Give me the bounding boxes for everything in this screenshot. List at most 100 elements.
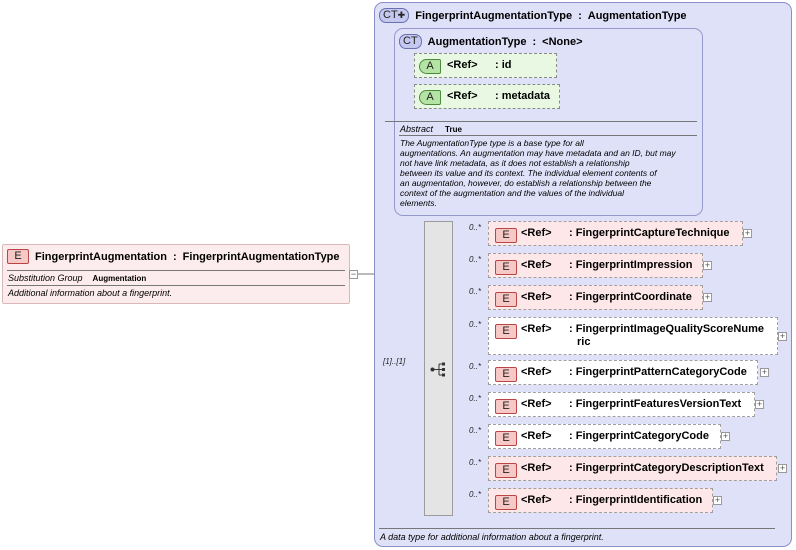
- child-badge: E: [495, 228, 517, 243]
- doc-line: context of the augmentation and the valu…: [400, 188, 624, 198]
- attribute-name: : id: [495, 59, 512, 71]
- doc-line: augmentations. An augmentation may have …: [400, 148, 676, 158]
- expand-icon[interactable]: +: [743, 228, 752, 238]
- attribute-badge: A: [419, 90, 441, 105]
- divider: [379, 528, 775, 529]
- child-cardinality: 0..*: [469, 255, 482, 264]
- child-element[interactable]: E <Ref> : FingerprintImageQualityScoreNu…: [488, 317, 778, 355]
- child-ref: <Ref>: [521, 323, 552, 335]
- attribute-badge: A: [419, 59, 441, 74]
- child-name: : FingerprintCaptureTechnique: [569, 227, 730, 239]
- element-badge: E: [7, 249, 29, 264]
- child-name-continued: ric: [577, 336, 591, 348]
- attribute-ref: <Ref>: [447, 90, 478, 102]
- child-cardinality: 0..*: [469, 362, 482, 371]
- child-name: : FingerprintFeaturesVersionText: [569, 398, 742, 410]
- child-element[interactable]: E <Ref> : FingerprintIdentification: [488, 488, 713, 513]
- child-element[interactable]: E <Ref> : FingerprintCategoryDescription…: [488, 456, 777, 481]
- complex-type-badge: CT✚: [379, 8, 410, 23]
- attribute-name: : metadata: [495, 90, 551, 102]
- sequence-cardinality: [1]..[1]: [383, 357, 406, 366]
- child-ref: <Ref>: [521, 227, 552, 239]
- child-name: : FingerprintCategoryCode: [569, 430, 709, 442]
- attribute-ref: <Ref>: [447, 59, 478, 71]
- child-badge: E: [495, 495, 517, 510]
- child-ref: <Ref>: [521, 462, 552, 474]
- child-badge: E: [495, 367, 517, 382]
- child-cardinality: 0..*: [469, 287, 482, 296]
- expand-icon[interactable]: +: [713, 495, 722, 505]
- complex-type-sep: :: [578, 9, 582, 22]
- element-box[interactable]: E FingerprintAugmentation : FingerprintA…: [2, 244, 350, 304]
- doc-line: The AugmentationType type is a base type…: [400, 138, 584, 148]
- complex-type-documentation: A data type for additional information a…: [380, 532, 604, 542]
- substitution-group-label: Substitution Group: [8, 273, 83, 283]
- child-badge: E: [495, 324, 517, 339]
- child-ref: <Ref>: [521, 430, 552, 442]
- child-ref: <Ref>: [521, 494, 552, 506]
- sequence-box[interactable]: [424, 221, 453, 516]
- child-badge: E: [495, 463, 517, 478]
- base-type-base: <None>: [542, 35, 583, 48]
- divider: [399, 135, 697, 136]
- child-badge: E: [495, 431, 517, 446]
- child-name: : FingerprintImpression: [569, 259, 693, 271]
- doc-line: elements.: [400, 198, 437, 208]
- divider: [385, 121, 697, 122]
- attribute-metadata[interactable]: A <Ref> : metadata: [414, 84, 560, 109]
- child-cardinality: 0..*: [469, 426, 482, 435]
- doc-line: an augmentation, however, do establish a…: [400, 178, 652, 188]
- child-cardinality: 0..*: [469, 223, 482, 232]
- child-element[interactable]: E <Ref> : FingerprintCoordinate: [488, 285, 703, 310]
- child-ref: <Ref>: [521, 291, 552, 303]
- doc-line: not have link metadata, as it does not e…: [400, 158, 630, 168]
- child-name: : FingerprintCategoryDescriptionText: [569, 462, 764, 474]
- substitution-group-value: Augmentation: [92, 274, 147, 283]
- element-name: FingerprintAugmentation: [35, 250, 167, 263]
- child-cardinality: 0..*: [469, 394, 482, 403]
- child-badge: E: [495, 399, 517, 414]
- child-cardinality: 0..*: [469, 320, 482, 329]
- child-element[interactable]: E <Ref> : FingerprintCategoryCode: [488, 424, 721, 449]
- attribute-id[interactable]: A <Ref> : id: [414, 53, 557, 78]
- sequence-icon: [430, 362, 445, 377]
- expand-icon[interactable]: +: [778, 463, 787, 473]
- child-ref: <Ref>: [521, 259, 552, 271]
- abstract-value: True: [445, 125, 462, 134]
- collapse-icon[interactable]: −: [349, 269, 358, 279]
- expand-icon[interactable]: +: [755, 399, 764, 409]
- abstract-label: Abstract: [400, 124, 434, 134]
- child-badge: E: [495, 260, 517, 275]
- divider: [7, 270, 345, 271]
- element-type: FingerprintAugmentationType: [182, 250, 340, 263]
- doc-line: between its value and its context. The i…: [400, 168, 657, 178]
- element-sep: :: [173, 250, 177, 263]
- child-element[interactable]: E <Ref> : FingerprintPatternCategoryCode: [488, 360, 758, 385]
- base-type-sep: :: [532, 35, 537, 48]
- complex-type-name: FingerprintAugmentationType: [415, 9, 573, 22]
- child-name: : FingerprintPatternCategoryCode: [569, 366, 747, 378]
- child-name: : FingerprintCoordinate: [569, 291, 692, 303]
- plus-icon: ✚: [397, 10, 406, 20]
- expand-icon[interactable]: +: [721, 431, 730, 441]
- base-type-badge: CT: [399, 34, 422, 49]
- expand-icon[interactable]: +: [778, 331, 787, 341]
- divider: [7, 285, 345, 286]
- child-cardinality: 0..*: [469, 490, 482, 499]
- child-cardinality: 0..*: [469, 458, 482, 467]
- expand-icon[interactable]: +: [703, 260, 712, 270]
- complex-type-base: AugmentationType: [587, 9, 687, 22]
- child-ref: <Ref>: [521, 398, 552, 410]
- child-ref: <Ref>: [521, 366, 552, 378]
- child-element[interactable]: E <Ref> : FingerprintFeaturesVersionText: [488, 392, 755, 417]
- child-element[interactable]: E <Ref> : FingerprintImpression: [488, 253, 703, 278]
- expand-icon[interactable]: +: [760, 367, 769, 377]
- expand-icon[interactable]: +: [703, 292, 712, 302]
- base-type-documentation: The AugmentationType type is a base type…: [400, 138, 700, 208]
- base-type-name: AugmentationType: [427, 35, 527, 48]
- child-name: : FingerprintImageQualityScoreNume: [569, 323, 764, 335]
- child-badge: E: [495, 292, 517, 307]
- child-element[interactable]: E <Ref> : FingerprintCaptureTechnique: [488, 221, 743, 246]
- child-name: : FingerprintIdentification: [569, 494, 703, 506]
- element-documentation: Additional information about a fingerpri…: [8, 288, 173, 298]
